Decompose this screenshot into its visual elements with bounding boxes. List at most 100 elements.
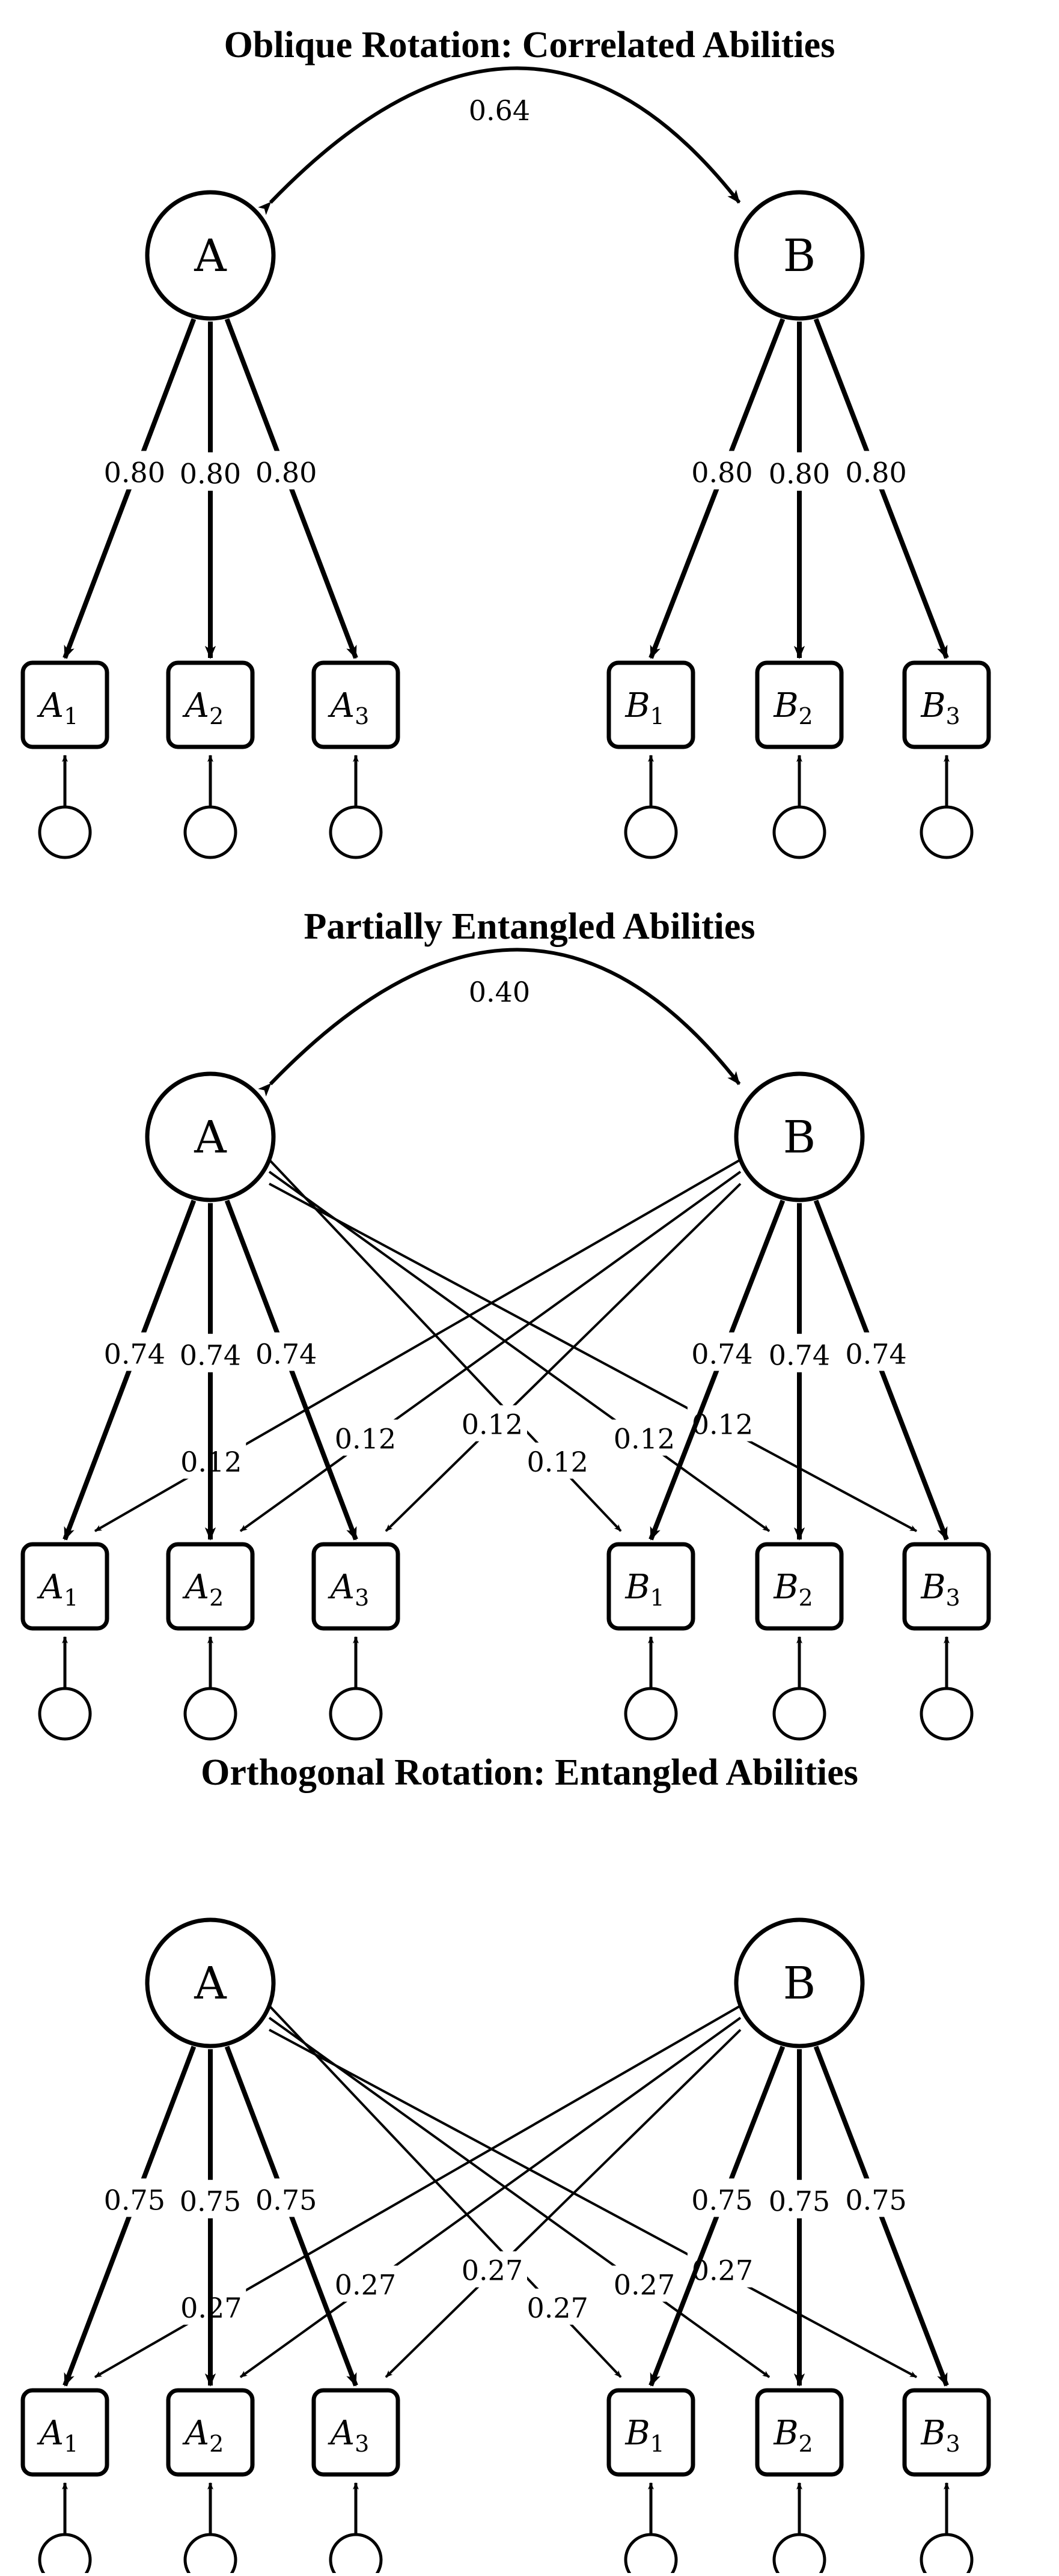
cross-loading-path <box>239 1171 742 1532</box>
residual-error-circle <box>329 805 383 859</box>
indicator-subscript: 3 <box>355 2431 369 2457</box>
primary-loading-label: 0.75 <box>180 2185 241 2218</box>
factor-correlation-arc <box>258 66 741 215</box>
indicator-letter: B <box>920 686 945 725</box>
indicator-letter: B <box>624 686 650 725</box>
observed-indicator-box <box>902 1542 991 1631</box>
primary-loading-label: 0.80 <box>180 458 241 490</box>
latent-factor-A <box>145 1071 276 1202</box>
indicator-letter: B <box>920 2414 945 2453</box>
observed-indicator-box <box>606 2388 695 2477</box>
observed-indicator-label: A3 <box>328 686 370 729</box>
cross-loading-path <box>268 2017 771 2378</box>
latent-factor-label: A <box>194 230 227 282</box>
latent-factor-B <box>734 1917 865 2048</box>
diagram-title: Partially Entangled Abilities <box>304 906 755 947</box>
residual-error-circle <box>624 2533 678 2576</box>
observed-indicator-box <box>755 1542 844 1631</box>
observed-indicator-box <box>20 1542 109 1631</box>
observed-indicator-box <box>902 2388 991 2477</box>
primary-loading-label-bg <box>685 1332 760 1371</box>
primary-loading-label-bg <box>173 1333 248 1372</box>
latent-factor-label: B <box>783 1112 816 1163</box>
observed-indicator-box <box>311 2388 400 2477</box>
residual-error-circle <box>920 1687 974 1741</box>
primary-loading-label: 0.74 <box>180 1339 241 1372</box>
indicator-subscript: 3 <box>355 703 369 729</box>
cross-loading-label-bg <box>457 1405 527 1442</box>
cross-loading-label-bg <box>522 1442 593 1479</box>
observed-indicator-label: B3 <box>920 686 960 729</box>
primary-loading-label-bg <box>97 2178 172 2217</box>
primary-loading-label: 0.74 <box>845 1338 906 1370</box>
primary-loading-label-bg <box>685 451 760 490</box>
indicator-subscript: 2 <box>209 2431 224 2457</box>
indicator-letter: B <box>773 1568 798 1607</box>
latent-factor-B <box>734 190 865 321</box>
residual-error-circle <box>624 1687 678 1741</box>
indicator-letter: A <box>182 1568 209 1607</box>
observed-indicator-label: B3 <box>920 2414 960 2457</box>
observed-indicator-label: A2 <box>182 686 224 729</box>
panel-1: Oblique Rotation: Correlated Abilities0.… <box>20 25 991 859</box>
observed-indicator-box <box>606 1542 695 1631</box>
primary-loading-label-bg <box>97 451 172 490</box>
observed-indicator-label: B2 <box>773 2414 813 2457</box>
indicator-subscript: 1 <box>650 703 664 729</box>
primary-loading-label: 0.80 <box>845 456 906 489</box>
observed-indicator-label: B3 <box>920 1568 960 1611</box>
latent-factor-label: B <box>783 230 816 282</box>
primary-loading-label-bg <box>838 1332 914 1371</box>
observed-indicator-label: A2 <box>182 2414 224 2457</box>
cross-loading-path <box>268 1171 771 1532</box>
primary-loading-label-bg <box>249 451 324 490</box>
cross-loading-path <box>385 2029 742 2378</box>
primary-loading-label: 0.80 <box>691 456 752 489</box>
primary-loading-label: 0.80 <box>255 456 317 489</box>
primary-loading-label: 0.75 <box>769 2185 830 2218</box>
latent-factor-B <box>734 1071 865 1202</box>
cross-loading-label: 0.27 <box>335 2269 396 2301</box>
primary-loading-label-bg <box>838 2178 914 2217</box>
observed-indicator-label: A1 <box>37 686 79 729</box>
indicator-subscript: 3 <box>355 1585 369 1611</box>
indicator-subscript: 1 <box>64 2431 78 2457</box>
indicator-letter: A <box>328 1568 355 1607</box>
indicator-subscript: 2 <box>798 703 813 729</box>
indicator-subscript: 1 <box>64 703 78 729</box>
indicator-subscript: 1 <box>64 1585 78 1611</box>
observed-indicator-label: B2 <box>773 686 813 729</box>
residual-error-circle <box>329 2533 383 2576</box>
primary-loading-label: 0.75 <box>104 2184 165 2216</box>
residual-error-circle <box>38 1687 92 1741</box>
observed-indicator-label: A3 <box>328 1568 370 1611</box>
residual-error-circle <box>38 2533 92 2576</box>
latent-factor-label: B <box>783 1958 816 2009</box>
residual-error-circle <box>329 1687 383 1741</box>
correlation-label-bg <box>463 91 536 130</box>
cross-loading-label-bg <box>609 1419 679 1456</box>
observed-indicator-box <box>606 660 695 749</box>
primary-loading-label-bg <box>249 1332 324 1371</box>
observed-indicator-box <box>755 2388 844 2477</box>
primary-loading-label: 0.75 <box>255 2184 317 2216</box>
primary-loading-label: 0.74 <box>255 1338 317 1370</box>
cross-loading-label-bg <box>331 1419 400 1456</box>
residual-error-circle <box>183 1687 237 1741</box>
residual-error-circle <box>772 1687 826 1741</box>
residual-error-circle <box>183 805 237 859</box>
primary-loading-label: 0.74 <box>769 1339 830 1372</box>
observed-indicator-box <box>311 1542 400 1631</box>
indicator-letter: B <box>624 1568 650 1607</box>
correlation-label: 0.40 <box>469 976 530 1008</box>
indicator-letter: B <box>773 686 798 725</box>
residual-error-circle <box>772 805 826 859</box>
observed-indicator-box <box>311 660 400 749</box>
indicator-subscript: 2 <box>209 703 224 729</box>
primary-loading-label-bg <box>173 452 248 491</box>
indicator-letter: A <box>37 2414 64 2453</box>
observed-indicator-box <box>902 660 991 749</box>
